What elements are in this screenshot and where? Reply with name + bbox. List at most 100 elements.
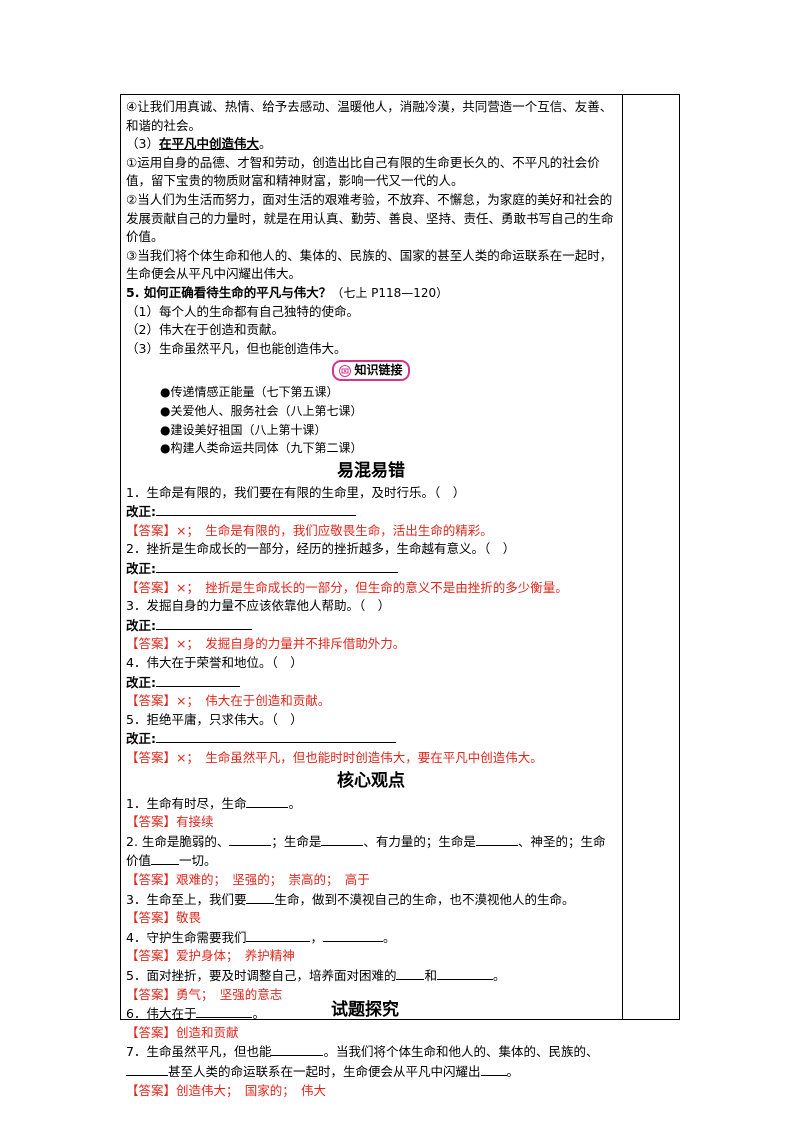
fill-blank[interactable]: [246, 890, 275, 904]
knowledge-link-item: ●构建人类命运共同体（九下第二课）: [160, 441, 363, 456]
answer-text: ×； 挫折是生命成长的一部分，但生命的意义不是由挫折的多少衡量。: [176, 579, 568, 595]
question-text: 和: [424, 967, 437, 983]
answer-text: ×； 伟大在于创造和贡献。: [176, 693, 331, 709]
core-question-6: 6．伟大在于。: [126, 1004, 616, 1024]
question-text: 生命，做到不漠视自己的生命，也不漠视他人的生命。: [274, 891, 575, 907]
answer-tag: 【答案】: [126, 986, 177, 1002]
answer-tag: 【答案】: [126, 1024, 177, 1040]
knowledge-link-list: ●传递情感正能量（七下第五课） ●关爱他人、服务社会（八上第七课） ●建设美好祖…: [126, 383, 616, 457]
core-question-1: 1．生命有时尽，生命。: [126, 794, 616, 814]
answer-tag: 【答案】: [126, 636, 177, 652]
section-heading-explore: 试题探究: [331, 1000, 399, 1020]
correction-blank[interactable]: [156, 559, 398, 574]
creation-point-3: ③当我们将个体生命和他人的、集体的、民族的、国家的甚至人类的命运联系在一起时，生…: [126, 247, 613, 282]
intro-paragraph-4: ④让我们用真诚、热情、给予去感动、温暖他人，消融冷漠，共同营造一个互信、友善、和…: [126, 99, 613, 133]
knowledge-link-item: ●关爱他人、服务社会（八上第七课）: [160, 403, 363, 418]
core-question-2: 2. 生命是脆弱的、；生命是、有力量的；生命是、神圣的；生命价值一切。: [126, 832, 616, 871]
answer-line: 【答案】勇气； 坚强的意志: [126, 986, 616, 1005]
fill-blank[interactable]: [475, 832, 518, 846]
fill-blank[interactable]: [151, 851, 180, 866]
sub-heading-number: （3）: [126, 136, 159, 152]
answer-line: 【答案】×； 生命虽然平凡，但也能时时创造伟大，要在平凡中创造伟大。: [126, 749, 616, 768]
fill-blank[interactable]: [322, 928, 383, 942]
answer-line: 【答案】爱护身体； 养护精神: [126, 947, 616, 966]
answer-line: 【答案】有接续: [126, 813, 616, 832]
answer-text: ×； 发掘自身的力量并不排斥借助外力。: [176, 636, 406, 652]
question-text: ；生命是: [271, 833, 322, 849]
correction-label: 改正:: [126, 561, 156, 577]
answer-text: 艰难的； 坚强的； 崇高的； 高于: [176, 871, 370, 887]
answer-line: 【答案】×； 伟大在于创造和贡献。: [126, 692, 616, 711]
answer-line: 【答案】创造伟大； 国家的； 伟大: [126, 1082, 616, 1101]
answer-line: 【答案】创造和贡献: [126, 1024, 616, 1043]
fill-blank[interactable]: [246, 928, 311, 942]
answer-text: 创造和贡献: [176, 1024, 239, 1040]
knowledge-link-label: 知识链接: [354, 363, 403, 378]
correction-label: 改正:: [126, 504, 156, 520]
correction-label: 改正:: [126, 617, 156, 633]
answer-tag: 【答案】: [126, 948, 177, 964]
correction-blank[interactable]: [156, 729, 396, 744]
answer-line: 【答案】×； 发掘自身的力量并不排斥借助外力。: [126, 635, 616, 654]
core-question-7: 7．生命虽然平凡，但也能 。当我们将个体生命和他人的、集体的、民族的、甚至人类的命…: [126, 1042, 616, 1081]
fill-blank[interactable]: [396, 966, 425, 980]
fill-blank[interactable]: [246, 794, 289, 808]
correction-blank[interactable]: [156, 673, 240, 687]
question-text: 。: [382, 929, 396, 945]
core-question-3: 3．生命至上，我们要 生命，做到不漠视自己的生命，也不漠视他人的生命。: [126, 890, 616, 910]
fill-blank[interactable]: [196, 1004, 253, 1019]
fill-blank[interactable]: [480, 1062, 507, 1076]
question-5-item: （1）每个人的生命都有自己独特的使命。: [126, 303, 359, 319]
correction-line: 改正:: [126, 502, 616, 522]
fill-blank[interactable]: [271, 1042, 324, 1057]
question-5-item: （2）伟大在于创造和贡献。: [126, 322, 284, 338]
knowledge-link-item: ●建设美好祖国（八上第十课）: [160, 422, 327, 437]
answer-tag: 【答案】: [126, 1082, 177, 1098]
confusing-question: 1．生命是有限的，我们要在有限的生命里，及时行乐。（ ）: [126, 484, 466, 500]
answer-text: 敬畏: [176, 910, 202, 926]
fill-blank[interactable]: [321, 832, 364, 846]
question-text: 。: [492, 967, 506, 983]
knowledge-link-item: ●传递情感正能量（七下第五课）: [160, 385, 339, 400]
question-text: 5．面对挫折，要及时调整自己，培养面对困难的: [126, 967, 397, 983]
question-text: 甚至人类的命运联系在一起时，生命便会从平凡中闪耀出: [168, 1063, 481, 1079]
table-column-divider: [622, 94, 623, 1020]
section-heading-core: 核心观点: [337, 770, 405, 791]
answer-text: ×； 生命是有限的，我们应敬畏生命，活出生命的精彩。: [176, 522, 493, 538]
table-frame: [120, 94, 680, 1020]
question-text: 。: [506, 1063, 520, 1079]
correction-line: 改正:: [126, 616, 616, 636]
answer-tag: 【答案】: [126, 750, 177, 765]
creation-point-2: ②当人们为生活而努力，面对生活的艰难考验，不放弃、不懈怠，为家庭的美好和社会的发…: [126, 191, 614, 245]
fill-blank[interactable]: [126, 1062, 168, 1076]
question-text: 、有力量的；生命是: [363, 833, 476, 849]
question-text: ，: [310, 929, 323, 945]
answer-line: 【答案】敬畏: [126, 909, 616, 928]
sub-heading-3: （3）在平凡中创造伟大。: [126, 135, 616, 154]
answer-tag: 【答案】: [126, 522, 177, 538]
correction-blank[interactable]: [156, 616, 252, 630]
answer-tag: 【答案】: [126, 910, 177, 926]
main-content: ④让我们用真诚、热情、给予去感动、温暖他人，消融冷漠，共同营造一个互信、友善、和…: [126, 98, 616, 1100]
confusing-question: 2．挫折是生命成长的一部分，经历的挫折越多，生命越有意义。（ ）: [126, 541, 516, 557]
answer-text: 勇气； 坚强的意志: [176, 986, 283, 1002]
correction-blank[interactable]: [156, 502, 356, 517]
answer-text: 爱护身体； 养护精神: [176, 948, 295, 964]
question-text: 1．生命有时尽，生命: [126, 795, 247, 811]
fill-blank[interactable]: [436, 966, 493, 980]
question-5-title: 5. 如何正确看待生命的平凡与伟大？: [126, 284, 332, 300]
question-text: 一切。: [179, 853, 217, 869]
confusing-question: 5．拒绝平庸，只求伟大。（ ）: [126, 711, 303, 727]
question-text: 3．生命至上，我们要: [126, 891, 247, 907]
fill-blank[interactable]: [229, 832, 272, 846]
sub-heading-end: 。: [258, 136, 272, 152]
correction-label: 改正:: [126, 731, 156, 747]
answer-tag: 【答案】: [126, 579, 177, 595]
section-heading-confusing: 易混易错: [337, 460, 405, 481]
question-text: 。当我们将个体生命和他人的、集体的、民族的、: [323, 1044, 599, 1060]
question-5-heading: 5. 如何正确看待生命的平凡与伟大？（七上 P118—120）: [126, 284, 616, 303]
answer-line: 【答案】×； 挫折是生命成长的一部分，但生命的意义不是由挫折的多少衡量。: [126, 579, 616, 598]
question-text: 7．生命虽然平凡，但也能: [126, 1044, 272, 1060]
correction-label: 改正:: [126, 674, 156, 690]
creation-point-1: ①运用自身的品德、才智和劳动，创造出比自己有限的生命更长久的、不平凡的社会价值，…: [126, 154, 600, 189]
